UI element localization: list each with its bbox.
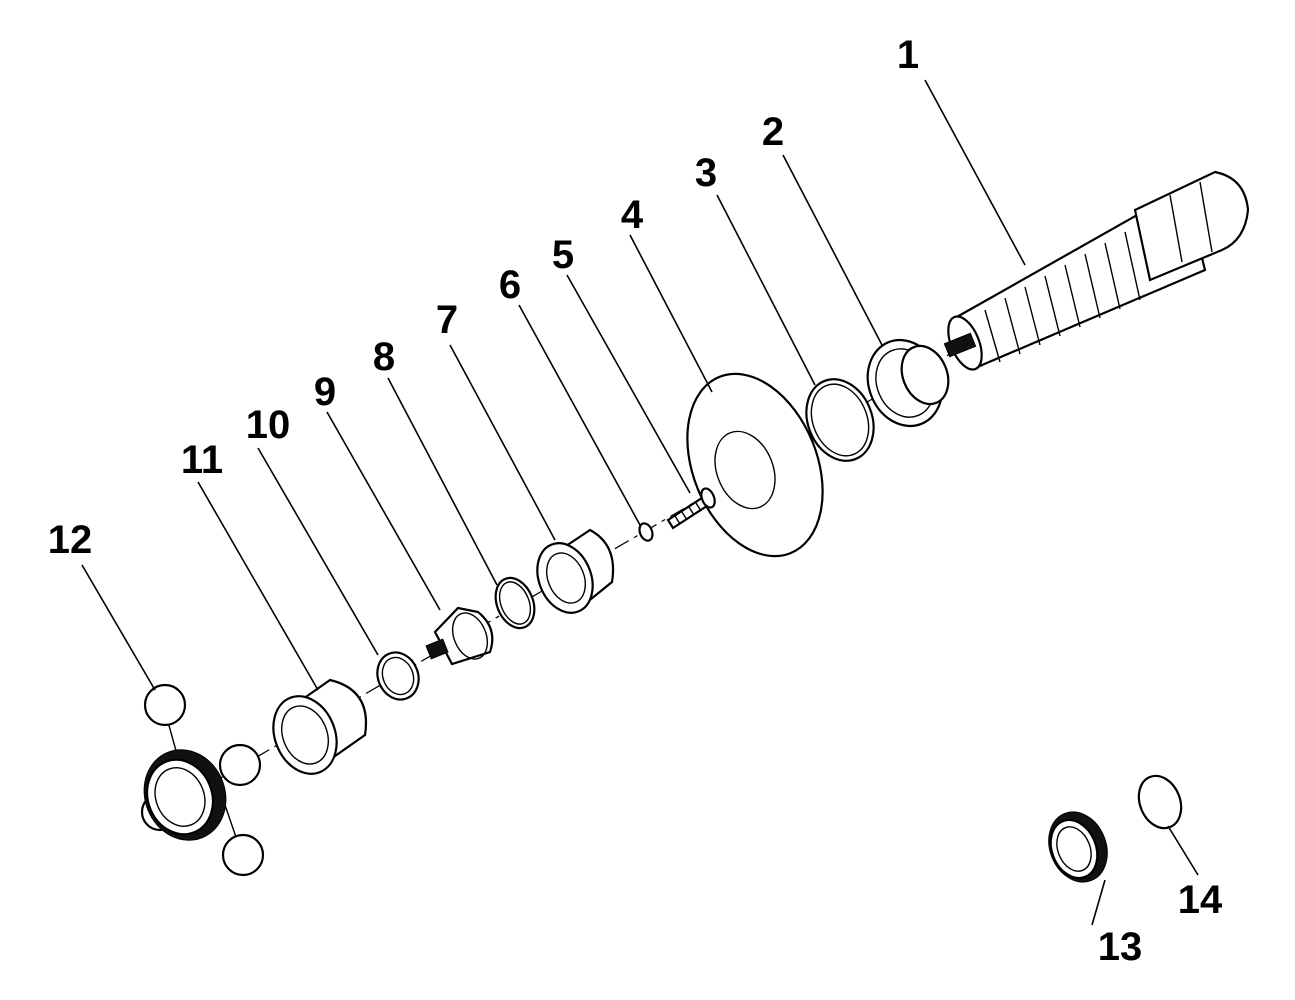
part-label-13: 13 <box>1098 925 1143 969</box>
part-4-escutcheon <box>686 372 824 558</box>
part-9-spindle-adapter <box>425 606 494 666</box>
part-label-9: 9 <box>314 370 336 414</box>
part-8-o-ring <box>494 576 536 630</box>
part-5-screw <box>666 487 716 530</box>
leader-lines <box>81 79 1199 926</box>
part-6-washer <box>638 522 654 542</box>
part-label-3: 3 <box>695 151 717 195</box>
part-label-5: 5 <box>552 233 574 277</box>
part-label-10: 10 <box>246 403 291 447</box>
part-label-12: 12 <box>48 518 93 562</box>
part-label-6: 6 <box>499 263 521 307</box>
part-label-7: 7 <box>436 298 458 342</box>
part-label-11: 11 <box>181 438 223 482</box>
part-11-handle-sleeve <box>272 678 368 775</box>
part-2-threaded-collar <box>866 338 950 428</box>
part-14-cap <box>1137 774 1183 830</box>
part-label-2: 2 <box>762 110 784 154</box>
part-12-cross-handle <box>140 683 265 877</box>
part-label-14: 14 <box>1178 878 1223 922</box>
part-3-o-ring <box>805 378 875 462</box>
part-10-ring <box>376 651 420 701</box>
part-1-cartridge <box>943 170 1250 371</box>
part-13-index-ring <box>1048 811 1108 883</box>
part-label-1: 1 <box>897 33 919 77</box>
part-label-8: 8 <box>373 335 395 379</box>
part-7-sleeve <box>536 528 615 614</box>
part-label-4: 4 <box>621 193 644 237</box>
